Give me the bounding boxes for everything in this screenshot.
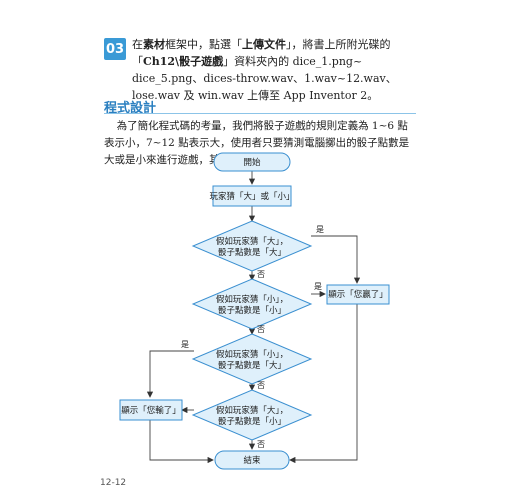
decision-d2 <box>191 278 313 330</box>
decision-d1 <box>191 220 313 272</box>
step-text-part: 」資料夾內的 dice_1.png~ dice_5.png、dices-thro… <box>132 55 397 102</box>
label-d3-no: 否 <box>257 381 265 390</box>
label-d1-no: 否 <box>257 270 265 279</box>
win-label: 顯示「您贏了」 <box>328 289 388 300</box>
edge-d3-yes-lose <box>146 350 194 398</box>
label-d2-yes: 是 <box>314 282 322 291</box>
decision-d3-line2: 骰子點數是「大」 <box>218 360 286 371</box>
input-label: 玩家猜「大」或「小」 <box>209 191 294 202</box>
decision-d4-line2: 骰子點數是「小」 <box>218 416 286 427</box>
edge-d1-yes-win <box>311 235 361 284</box>
step-text-part: 在 <box>132 38 143 51</box>
end-label: 結束 <box>243 455 261 466</box>
step-instruction-text: 在素材框架中，點選「上傳文件」，將書上所附光碟的「Ch12\骰子遊戲」資料夾內的… <box>132 36 417 104</box>
start-label: 開始 <box>243 157 261 168</box>
step-text-part: 框架中，點選「 <box>165 38 242 51</box>
decision-d4-line1: 假如玩家猜「大」， <box>216 405 288 416</box>
label-d3-yes: 是 <box>181 340 189 349</box>
step-text-part: 素材 <box>143 38 165 51</box>
lose-label: 顯示「您輸了」 <box>121 405 181 416</box>
edge-lose-end <box>149 420 214 464</box>
win-output <box>326 284 390 305</box>
label-d1-yes: 是 <box>316 225 324 234</box>
decision-d4 <box>191 389 313 441</box>
input-process <box>212 185 292 207</box>
decision-d2-line1: 假如玩家猜「小」， <box>216 294 288 305</box>
decision-d1-line1: 假如玩家猜「大」， <box>216 236 288 247</box>
page-number: 12-12 <box>100 478 127 488</box>
step-text-part: 上傳文件 <box>242 38 286 51</box>
label-d4-no: 否 <box>257 440 265 449</box>
step-text-part: Ch12\骰子遊戲 <box>143 55 224 68</box>
section-title: 程式設計 <box>104 101 157 116</box>
step-text-part: 」，將書上所附光碟的「 <box>132 38 391 68</box>
section-divider <box>104 113 416 114</box>
label-d2-no: 否 <box>257 325 265 334</box>
edge-win-end <box>289 304 358 464</box>
step-number-badge: 03 <box>104 38 126 60</box>
decision-d3-line1: 假如玩家猜「小」， <box>216 349 288 360</box>
start-terminal <box>213 152 291 172</box>
decision-d1-line2: 骰子點數是「大」 <box>218 247 286 258</box>
decision-d3 <box>191 333 313 385</box>
lose-output <box>119 399 183 421</box>
end-terminal <box>214 450 290 470</box>
decision-d2-line2: 骰子點數是「小」 <box>218 305 286 316</box>
